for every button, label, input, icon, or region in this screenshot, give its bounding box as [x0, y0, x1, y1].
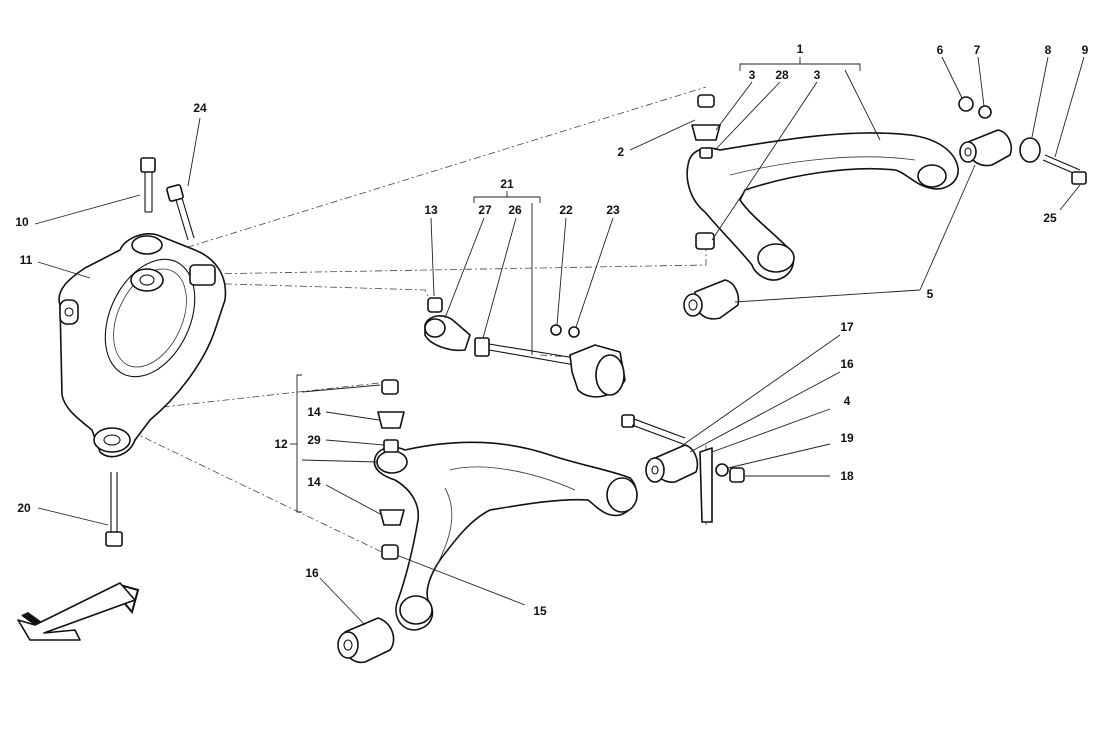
- callout-21: 21: [500, 177, 514, 191]
- callout-23: 23: [606, 203, 620, 217]
- bushing-5-lower: [683, 279, 740, 320]
- callout-18: 18: [840, 469, 854, 483]
- callout-19: 19: [840, 431, 854, 445]
- callout-29: 29: [307, 433, 321, 447]
- upper-wishbone: [686, 132, 959, 281]
- callout-labels: 1 2 3 28 3 6 7 8 9 25 5 24 10 11 21 13 2…: [15, 42, 1088, 618]
- hub-carrier: [58, 233, 227, 458]
- washer-19: [715, 463, 729, 477]
- bolt-17: [621, 414, 686, 445]
- tie-rod: [424, 297, 626, 398]
- callout-11: 11: [20, 253, 33, 267]
- upper-ball-joint-parts: [691, 94, 721, 250]
- callout-15: 15: [533, 604, 547, 618]
- callout-24: 24: [193, 101, 207, 115]
- nut-18: [729, 467, 745, 483]
- direction-arrow-icon: [17, 582, 140, 641]
- callout-7: 7: [974, 43, 981, 57]
- bolt-24: [166, 184, 195, 241]
- lower-wishbone: [373, 441, 638, 631]
- bushing-16-right: [645, 444, 699, 483]
- callout-4: 4: [844, 394, 851, 408]
- bolt-10: [140, 157, 156, 213]
- bracket-12: [296, 374, 302, 513]
- callout-28: 28: [775, 68, 789, 82]
- callout-20: 20: [17, 501, 31, 515]
- callout-12: 12: [274, 437, 288, 451]
- upper-fasteners: [958, 96, 1087, 185]
- callout-5: 5: [927, 287, 934, 301]
- lower-ball-joint-parts: [377, 379, 405, 560]
- callout-9: 9: [1082, 43, 1089, 57]
- callout-2: 2: [617, 145, 624, 159]
- callout-27: 27: [478, 203, 492, 217]
- bushing-16-lower: [337, 617, 395, 664]
- bushing-5-upper: [959, 129, 1013, 167]
- callout-3b: 3: [814, 68, 821, 82]
- callout-16b: 16: [305, 566, 319, 580]
- bracket-21: [473, 191, 541, 203]
- callout-16a: 16: [840, 357, 854, 371]
- bracket-1: [739, 57, 861, 71]
- callout-25: 25: [1043, 211, 1057, 225]
- leader-lines: [34, 56, 1085, 626]
- callout-22: 22: [559, 203, 573, 217]
- bolt-20: [105, 472, 123, 547]
- callout-26: 26: [508, 203, 522, 217]
- callout-6: 6: [937, 43, 944, 57]
- callout-3a: 3: [749, 68, 756, 82]
- callout-14b: 14: [307, 475, 321, 489]
- callout-1: 1: [797, 42, 804, 56]
- callout-17: 17: [840, 320, 854, 334]
- callout-8: 8: [1045, 43, 1052, 57]
- bracket-4: [699, 447, 713, 523]
- callout-10: 10: [15, 215, 29, 229]
- callout-13: 13: [424, 203, 438, 217]
- callout-14a: 14: [307, 405, 321, 419]
